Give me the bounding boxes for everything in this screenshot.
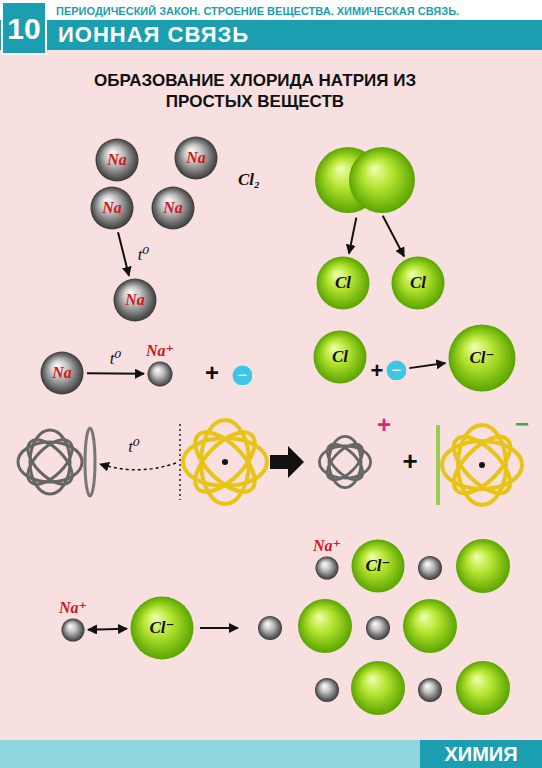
positive-charge: + (377, 413, 391, 437)
sodium-atom: Na (113, 278, 157, 322)
sodium-atom: Na (40, 351, 84, 395)
sodium-atom: Na (151, 186, 195, 230)
subject-name: ХИМИЯ (444, 744, 517, 764)
symbol-text: Cl (410, 273, 426, 293)
big-arrow (270, 446, 304, 478)
symbol-text: Cl₂ (238, 170, 310, 190)
header-text: ПЕРИОДИЧЕСКИЙ ЗАКОН. СТРОЕНИЕ ВЕЩЕСТВА. … (56, 6, 459, 17)
symbol-text: Na⁺ (313, 536, 341, 556)
transfer-arrow (100, 463, 176, 470)
chloride-ion: Cl⁻ (130, 596, 194, 660)
diagram-title: ОБРАЗОВАНИЕ ХЛОРИДА НАТРИЯ ИЗ ПРОСТЫХ ВЕ… (85, 70, 425, 112)
symbol-text: Na (186, 148, 206, 168)
heat-label: t⁰ (128, 438, 140, 455)
lattice-arrow (200, 627, 238, 629)
sodium-ion: Na⁺ (311, 536, 343, 580)
chlorine-shell (183, 420, 267, 504)
symbol-text: − (391, 360, 402, 380)
electron-ring (85, 428, 95, 496)
symbol-text: Na (125, 290, 145, 310)
reaction-arrow (87, 372, 144, 375)
chlorine-atom: Cl (391, 256, 445, 310)
reaction-arrow (383, 216, 404, 257)
footer-band (0, 740, 542, 768)
symbol-text: Na (52, 363, 72, 383)
chloride-ion: Cl⁻ (448, 324, 516, 392)
ion-ball (315, 556, 339, 580)
chapter-number: 10 (7, 14, 40, 44)
chlorine-atom: Cl (316, 256, 370, 310)
topic-heading: ИОННАЯ СВЯЗЬ (58, 24, 249, 46)
electron: − (386, 360, 407, 381)
sodium-ion: Na⁺ (144, 341, 176, 387)
symbol-text: Na (107, 150, 127, 170)
green-bar (436, 425, 440, 505)
symbol-text: Cl⁻ (149, 618, 174, 638)
symbol-text: Cl (332, 347, 348, 367)
chloride-shell (442, 425, 522, 505)
footer-block (420, 740, 542, 768)
negative-charge: − (515, 412, 529, 436)
chlorine-atom: Cl (313, 330, 367, 384)
sodium-ion-shell (319, 436, 370, 487)
plus-sign: + (371, 360, 384, 382)
reaction-arrow (349, 218, 356, 254)
sodium-atom: Na (95, 138, 139, 182)
symbol-text: Cl (335, 273, 351, 293)
sodium-atom: Na (90, 186, 134, 230)
molecule-shape (310, 145, 418, 215)
symbol-text: Na (163, 198, 183, 218)
symbol-text: Cl⁻ (365, 556, 390, 576)
symbol-text: Na (102, 198, 122, 218)
chlorine-molecule: Cl₂ (238, 145, 418, 215)
reaction-arrow (118, 232, 129, 275)
header-band (0, 20, 542, 50)
sodium-shell (18, 430, 82, 494)
heat-label: t⁰ (138, 246, 150, 263)
heat-label: t⁰ (110, 349, 122, 366)
dotted-line (179, 424, 181, 500)
plus-sign: + (402, 448, 417, 474)
electron: − (232, 365, 253, 386)
ion-ball (61, 618, 85, 642)
symbol-text: Na⁺ (146, 341, 174, 361)
chloride-ion: Cl⁻ (351, 539, 405, 593)
reaction-arrow (409, 363, 445, 368)
ion-ball (147, 361, 173, 387)
sodium-atom: Na (174, 136, 218, 180)
crystal-lattice (258, 539, 510, 715)
symbol-text: Cl⁻ (469, 348, 494, 368)
symbol-text: Na⁺ (59, 598, 87, 618)
reaction-arrow (88, 628, 127, 631)
sodium-ion: Na⁺ (57, 598, 89, 642)
plus-sign: + (205, 361, 219, 385)
header-strip (0, 0, 542, 20)
number-box (2, 2, 46, 54)
symbol-text: − (237, 365, 248, 385)
